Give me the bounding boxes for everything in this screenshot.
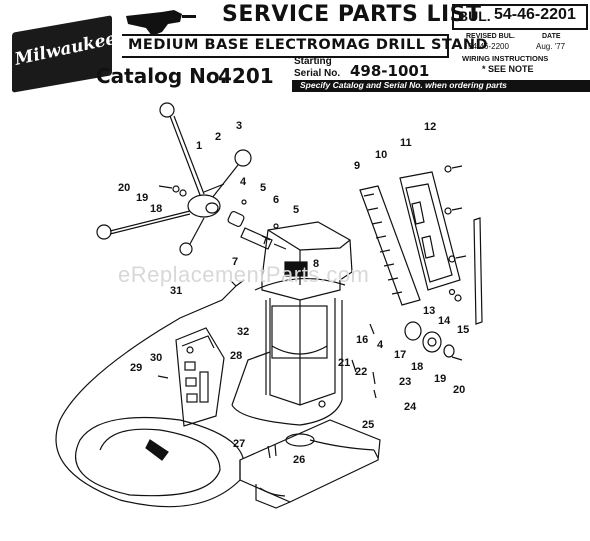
wiring-label: WIRING INSTRUCTIONS [462,54,549,63]
part-label: 13 [423,305,436,317]
screw-left [158,185,187,197]
part-label: 24 [404,401,417,413]
bulletin-box [452,4,588,30]
specify-bar [292,80,590,92]
part-label: 8 [313,258,320,270]
page-subtitle: MEDIUM BASE ELECTROMAG DRILL STAND [128,37,489,53]
part-label: 19 [434,373,447,385]
part-label: 22 [355,366,368,378]
part-label: 28 [230,350,243,362]
part-label: 2 [215,131,222,143]
part-label: 18 [411,361,424,373]
serial-label-line2: Serial No. [294,68,341,79]
part-label: 7 [232,256,239,268]
screw-29 [157,375,169,379]
revised-label: REVISED BUL. [466,33,516,40]
part-label: 23 [399,376,412,388]
part-label: 16 [356,334,369,346]
part-label: 20 [453,384,466,396]
switch-box [175,327,225,427]
stand-frame [231,221,353,426]
magnet-base [239,419,381,509]
part-label: 9 [354,160,361,172]
part-label: 4 [377,339,384,351]
catalog-label: Catalog No. [96,64,228,88]
part-label: 25 [362,419,375,431]
strip [473,217,483,325]
part-label: 18 [150,203,163,215]
serial-number: 498-1001 [350,62,430,80]
slide-plate [399,171,461,291]
part-label: 5 [293,204,300,216]
catalog-number: 4201 [218,64,274,88]
part-label: 27 [233,438,246,450]
part-label: 30 [150,352,163,364]
part-label: 10 [375,149,388,161]
part-label: 1 [196,140,203,152]
subtitle-frame [122,34,449,58]
part-label: 31 [170,285,183,297]
part-label: 11 [400,137,412,149]
small-screw-13 [448,288,462,302]
collars [404,321,463,361]
part-label: 26 [293,454,306,466]
gib-rack [359,185,421,306]
page-title: SERVICE PARTS LIST [222,2,482,27]
revised-value: 54-46-2200 [468,42,509,51]
bulletin-label: BUL. [458,8,491,24]
bulletin-number: 54-46-2201 [494,6,576,23]
pinion-shaft [227,199,287,250]
part-label: 15 [457,324,470,336]
part-label: 32 [237,326,250,338]
part-label: 5 [260,182,267,194]
part-label: 17 [394,349,407,361]
part-label: 14 [438,315,451,327]
wiring-value: * SEE NOTE [482,64,534,74]
date-value: Aug. '77 [536,42,566,51]
part-label: 21 [338,357,351,369]
part-label: 6 [273,194,280,206]
part-label: 3 [236,120,243,132]
feed-handle-assembly [96,102,252,256]
part-label: 19 [136,192,149,204]
serial-label-line1: Starting [294,56,332,67]
power-cord [55,279,245,508]
part-label: 12 [424,121,437,133]
part-label: 4 [240,176,247,188]
small-screws-base [351,323,377,399]
date-label: DATE [542,33,561,40]
slide-screws [444,165,467,263]
specify-note: Specify Catalog and Serial No. when orde… [300,80,507,90]
drill-icon [126,10,196,36]
part-label: 20 [118,182,131,194]
part-label: 29 [130,362,143,374]
watermark-text: eReplacementParts.com [118,262,370,287]
